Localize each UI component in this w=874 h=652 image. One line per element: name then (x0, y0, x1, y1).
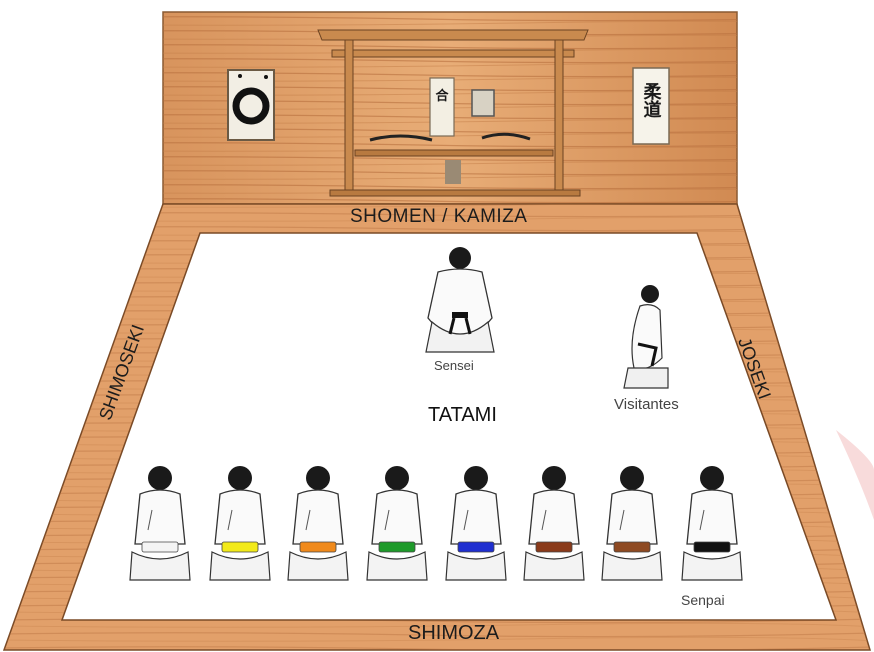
watermark-shape (836, 430, 874, 520)
sensei-figure (425, 247, 495, 353)
student-figure-brown (523, 466, 585, 581)
tatami-label: TATAMI (428, 404, 497, 426)
enso-scroll (227, 69, 275, 141)
student-figure-green (366, 466, 428, 581)
belt-brown (613, 541, 651, 553)
calligraphy-scroll-right: 柔道 (632, 67, 670, 145)
belt-yellow (221, 541, 259, 553)
visitor-figure (623, 285, 669, 389)
student-figure-orange (287, 466, 349, 581)
student-figure-brown (601, 466, 663, 581)
sensei-label: Sensei (434, 358, 474, 373)
students-row (129, 466, 743, 581)
belt-orange (299, 541, 337, 553)
student-figure-blue (445, 466, 507, 581)
visitantes-label: Visitantes (614, 396, 679, 413)
belt-blue (457, 541, 495, 553)
calligraphy-text-center: 合 (435, 88, 449, 104)
belt-green (378, 541, 416, 553)
belt-white (141, 541, 179, 553)
shrine: 合 (317, 29, 589, 197)
student-figure-black (681, 466, 743, 581)
shomen-kamiza-label: SHOMEN / KAMIZA (350, 206, 528, 227)
shimoza-label: SHIMOZA (408, 622, 500, 644)
senpai-label: Senpai (681, 592, 725, 608)
belt-brown (535, 541, 573, 553)
student-figure-yellow (209, 466, 271, 581)
calligraphy-text-right: 柔道 (641, 82, 662, 118)
belt-black (693, 541, 731, 553)
student-figure-white (129, 466, 191, 581)
